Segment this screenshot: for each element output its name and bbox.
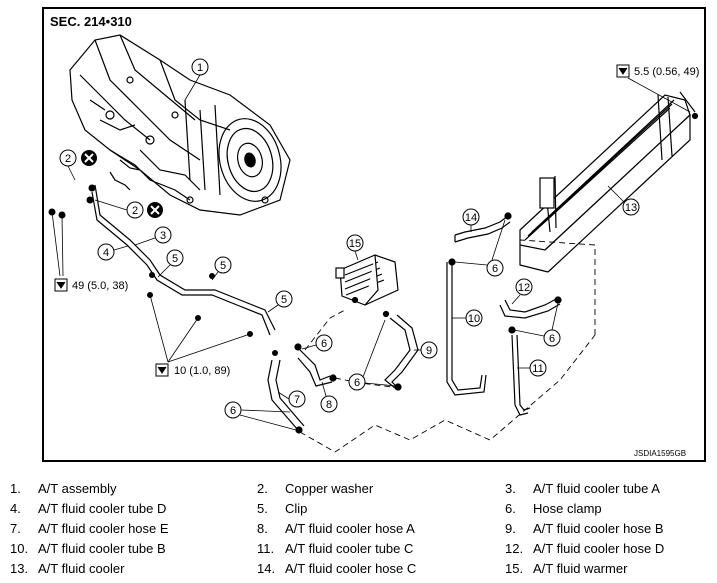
torque-value: 5.5 (0.56, 49) xyxy=(634,66,699,78)
callout-2b: 2 xyxy=(94,199,144,219)
parts-legend: 1.A/T assembly 2.Copper washer 3.A/T flu… xyxy=(10,481,665,576)
callout-10: 10 xyxy=(452,309,483,327)
callout-5b: 5 xyxy=(211,256,232,281)
svg-text:6: 6 xyxy=(354,377,360,389)
callout-1: 1 xyxy=(184,58,209,101)
svg-text:11: 11 xyxy=(532,363,543,375)
callouts: 1 2 2 3 4 5 5 5 6 6 6 6 6 7 8 9 10 11 12… xyxy=(59,58,640,431)
svg-text:6: 6 xyxy=(549,333,555,345)
torque-leaders-left xyxy=(51,211,251,363)
callout-5c: 5 xyxy=(267,290,293,313)
torque-spec-2: 49 (5.0, 38) xyxy=(54,278,128,292)
torque-spec-1: 5.5 (0.56, 49) xyxy=(616,64,699,113)
svg-text:3: 3 xyxy=(160,230,166,242)
callout-6e: 6 xyxy=(513,302,561,347)
hose-c xyxy=(448,212,512,266)
figure-id: JSDIA1595GB xyxy=(634,449,686,458)
callout-3: 3 xyxy=(134,226,172,246)
callout-6c: 6 xyxy=(348,319,397,391)
svg-text:4: 4 xyxy=(103,247,109,259)
svg-text:6: 6 xyxy=(492,263,498,275)
callout-11: 11 xyxy=(517,359,547,377)
svg-text:6: 6 xyxy=(321,338,327,350)
callout-5a: 5 xyxy=(157,249,184,278)
svg-text:15: 15 xyxy=(349,238,361,250)
svg-text:10: 10 xyxy=(468,313,480,325)
hose-d-tube-c xyxy=(499,296,562,416)
section-reference: SEC. 214•310 xyxy=(50,14,132,29)
callout-9: 9 xyxy=(414,341,438,359)
svg-text:8: 8 xyxy=(326,399,332,411)
callout-6b: 6 xyxy=(224,401,297,431)
svg-text:2: 2 xyxy=(132,205,138,217)
torque-value: 10 (1.0, 89) xyxy=(174,365,230,377)
callout-4: 4 xyxy=(97,243,129,261)
svg-text:6: 6 xyxy=(230,405,236,417)
svg-text:14: 14 xyxy=(465,212,477,224)
tube-b xyxy=(446,262,487,396)
hose-b xyxy=(351,296,419,391)
at-assembly xyxy=(69,34,291,216)
diagram-frame xyxy=(42,7,706,462)
callout-12: 12 xyxy=(511,278,533,305)
svg-text:1: 1 xyxy=(197,62,203,74)
callout-14: 14 xyxy=(462,208,480,232)
svg-text:5: 5 xyxy=(281,294,287,306)
svg-text:5: 5 xyxy=(172,253,178,265)
at-fluid-cooler xyxy=(519,91,699,273)
callout-7: 7 xyxy=(277,390,306,408)
svg-text:5: 5 xyxy=(220,260,226,272)
callout-6d: 6 xyxy=(454,219,506,277)
torque-value: 49 (5.0, 38) xyxy=(72,280,128,292)
svg-text:9: 9 xyxy=(426,345,432,357)
cooler-tubes-ad xyxy=(91,159,276,336)
svg-text:7: 7 xyxy=(294,394,300,406)
svg-text:12: 12 xyxy=(518,282,530,294)
at-fluid-warmer xyxy=(335,254,399,306)
svg-text:2: 2 xyxy=(65,153,71,165)
callout-15: 15 xyxy=(346,234,364,261)
callout-8: 8 xyxy=(320,381,338,413)
hoses-e-a xyxy=(267,343,337,434)
callout-6a: 6 xyxy=(301,334,333,352)
copper-washer-icons xyxy=(81,150,163,218)
torque-spec-3: 10 (1.0, 89) xyxy=(155,363,230,377)
svg-text:13: 13 xyxy=(625,202,637,214)
callout-2a: 2 xyxy=(59,149,77,181)
callout-13: 13 xyxy=(607,185,640,216)
